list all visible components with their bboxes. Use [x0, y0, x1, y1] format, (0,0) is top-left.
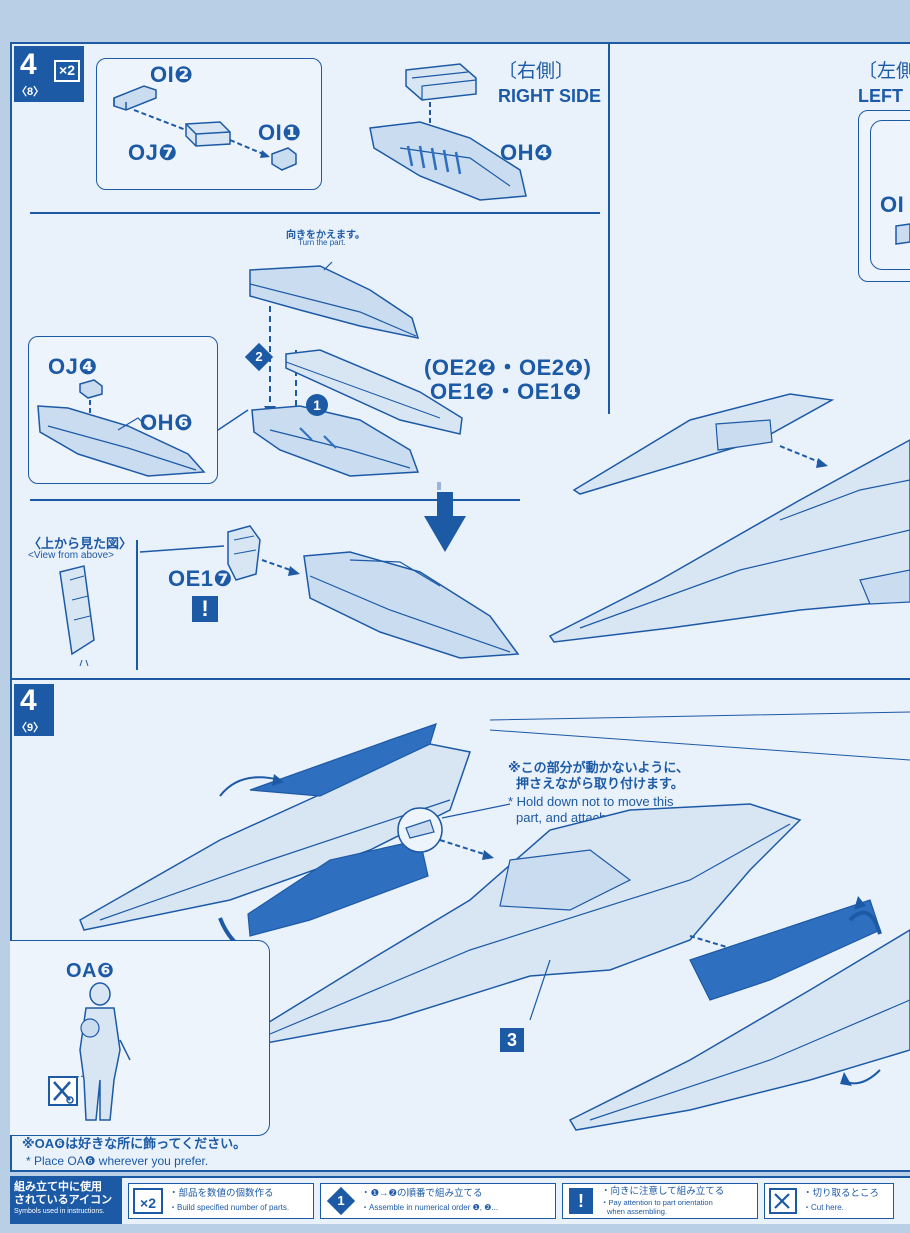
hold-note-jp-line2: 押さえながら取り付けます。 [516, 776, 684, 791]
view-above-label-jp: 〈上から見た図〉 [28, 536, 133, 551]
left-side-part-illustration [895, 223, 910, 245]
legend-cell-multiplier: ×2 ・部品を数値の個数作る ・Build specified number o… [128, 1183, 314, 1219]
part-label-oe-group-1: (OE2❷・OE2❹) [424, 355, 592, 380]
big-down-arrow [424, 482, 466, 552]
divider-step8-row1 [30, 212, 600, 214]
legend-orientation-jp: ・向きに注意して組み立てる [601, 1186, 725, 1197]
part-label-oj7: OJ❼ [128, 140, 178, 165]
step-number: 4 [20, 48, 37, 81]
place-note-en: * Place OA❻ wherever you prefer. [26, 1154, 209, 1168]
orientation-warning-icon: ! [192, 596, 218, 622]
legend-cell-order: 1 ・❶→❷の順番で組み立てる ・Assemble in numerical o… [320, 1183, 556, 1219]
reference-marker-3: 3 [500, 1028, 524, 1052]
order-icon: 1 [326, 1186, 356, 1216]
callout-left-inner [870, 120, 910, 270]
icon-legend-bar: 組み立て中に使用 されているアイコン Symbols used in instr… [10, 1176, 910, 1224]
divider-step8-vertical [608, 44, 610, 414]
part-label-oi2: OI❷ [150, 62, 194, 87]
legend-orientation-en-1: ・Pay attention to part orientation [601, 1198, 713, 1207]
legend-cut-jp: ・切り取るところ [803, 1188, 880, 1199]
part-label-oi1: OI❶ [258, 120, 302, 145]
oh4-assembly-illustration [369, 63, 527, 201]
view-above-pointer [139, 545, 225, 553]
right-side-label-en: RIGHT SIDE [498, 86, 602, 106]
part-label-oh4: OH❹ [500, 140, 554, 165]
step-sub-number: 〈8〉 [16, 86, 45, 98]
right-side-label-jp: 〔右側〕 [498, 61, 575, 82]
oi-parts-illustration [113, 85, 297, 171]
pilot-figure-illustration [49, 982, 131, 1121]
part-label-oe-group-2: OE1❷・OE1❹ [430, 379, 582, 404]
legend-cell-orientation: ! ・向きに注意して組み立てる ・Pay attention to part o… [562, 1183, 758, 1219]
ship-assembly-main-illustration [79, 711, 910, 1131]
legend-multiplier-jp: ・部品を数値の個数作る [169, 1188, 274, 1199]
multiplier-icon: ×2 [133, 1188, 163, 1214]
legend-title-jp-2: されているアイコン [14, 1194, 113, 1206]
turn-part-note-jp: 向きをかえます。 [286, 230, 365, 241]
part-label-oj4: OJ❹ [48, 354, 98, 379]
step-badge-9: 4 〈9〉 [14, 684, 54, 736]
part-label-oh6: OH❻ [140, 410, 194, 435]
left-side-label-jp: 〔左側 [858, 61, 910, 82]
multiplier-badge: ×2 [54, 60, 80, 82]
legend-order-en: ・Assemble in numerical order ❶, ❷... [361, 1203, 499, 1212]
oe17-attach-illustration [227, 525, 520, 659]
part-label-oe17: OE1❼ [168, 566, 233, 591]
orientation-icon: ! [569, 1188, 593, 1214]
cut-here-icon [48, 1076, 78, 1106]
place-note-jp: ※OA❻は好きな所に飾ってください。 [22, 1136, 247, 1151]
divider-step8-step9 [10, 678, 910, 680]
order-marker-2: 2 [244, 342, 274, 372]
legend-multiplier-en: ・Build specified number of parts. [169, 1203, 290, 1212]
hold-note-jp-line1: ※この部分が動かないように、 [508, 760, 689, 775]
legend-cut-en: ・Cut here. [803, 1203, 844, 1212]
step-badge-8: 4 〈8〉 ×2 [14, 46, 84, 102]
hold-note-en-line1: * Hold down not to move this [508, 794, 674, 809]
order-marker-1: 1 [306, 394, 328, 416]
cut-icon [769, 1188, 797, 1214]
legend-cell-cut: ・切り取るところ ・Cut here. [764, 1183, 894, 1219]
left-side-label-en: LEFT [858, 86, 903, 106]
legend-title-en: Symbols used in instructions. [14, 1208, 105, 1215]
callout-pointer-oh6 [217, 409, 249, 431]
turn-part-note-en: Turn the part. [298, 238, 346, 247]
step-sub-number: 〈9〉 [16, 722, 45, 734]
oj4-oh6-illustration [37, 379, 206, 477]
step-number: 4 [20, 684, 37, 717]
ship-wing-right-illustration [548, 393, 910, 643]
part-label-oa6: OA❻ [66, 960, 115, 982]
part-label-oi-left: OI [880, 192, 905, 217]
legend-orientation-en-2: when assembling. [607, 1207, 668, 1216]
legend-title-jp-1: 組み立て中に使用 [14, 1181, 102, 1193]
wing-assembly-illustration [249, 261, 463, 477]
view-above-part [59, 565, 95, 667]
divider-step8-view-above [136, 540, 138, 670]
legend-order-jp: ・❶→❷の順番で組み立てる [361, 1188, 483, 1199]
view-above-label-en: <View from above> [28, 550, 114, 561]
divider-step8-row2 [30, 499, 520, 501]
legend-title: 組み立て中に使用 されているアイコン Symbols used in instr… [10, 1178, 122, 1224]
